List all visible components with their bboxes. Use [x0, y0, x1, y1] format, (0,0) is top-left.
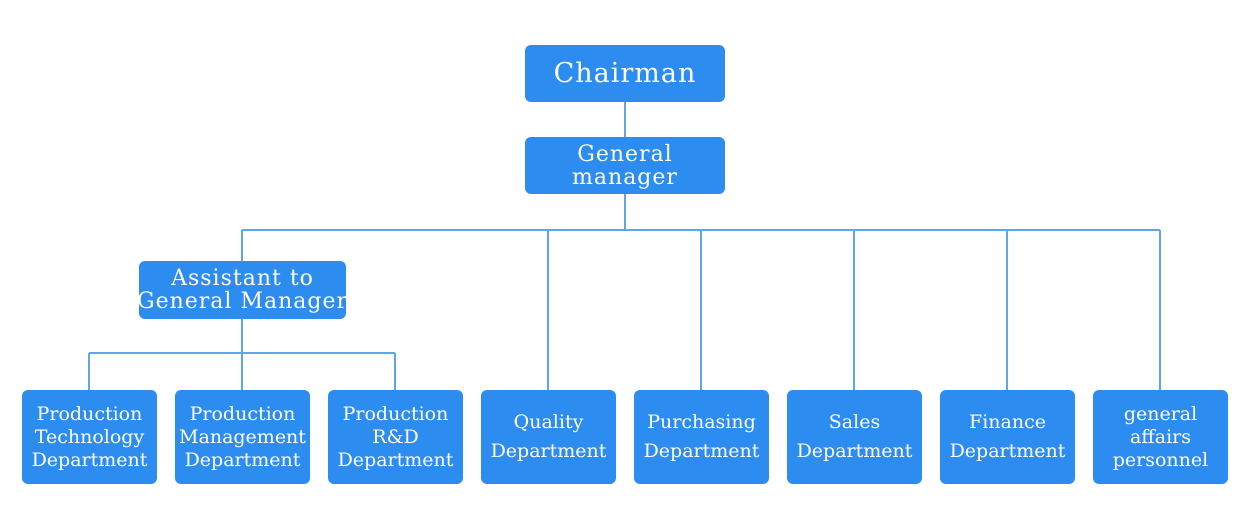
- dept-label-line: Management: [179, 425, 306, 448]
- dept-label-line: Department: [643, 440, 760, 462]
- dept-box-quality: Quality Department: [481, 390, 616, 484]
- dept-label-line: Quality: [513, 411, 584, 433]
- dept-label-line: Production: [36, 402, 143, 425]
- chairman-label: Chairman: [553, 58, 697, 89]
- dept-label-line: R&D: [372, 425, 419, 448]
- dept-label-line: Department: [796, 440, 913, 462]
- dept-label-line: affairs: [1129, 425, 1192, 448]
- assistant-label-line-1: Assistant to: [171, 266, 314, 291]
- dept-label-line: Department: [337, 448, 454, 471]
- dept-box-finance: Finance Department: [940, 390, 1075, 484]
- dept-label-line: Department: [490, 440, 607, 462]
- dept-label-line: Sales: [828, 411, 881, 433]
- general-manager-label-line-2: manager: [572, 164, 678, 190]
- dept-label-line: Technology: [34, 425, 145, 448]
- dept-label-line: Department: [184, 448, 301, 471]
- dept-label-line: Finance: [969, 411, 1046, 433]
- dept-box-production-technology: Production Technology Department: [22, 390, 157, 484]
- assistant-gm-box: Assistant to General Manager: [137, 261, 348, 319]
- dept-box-production-rd: Production R&D Department: [328, 390, 463, 484]
- dept-label-line: general: [1123, 402, 1198, 425]
- dept-box-general-affairs: general affairs personnel: [1093, 390, 1228, 484]
- dept-label-line: Department: [949, 440, 1066, 462]
- dept-label-line: Production: [189, 402, 296, 425]
- dept-box-production-management: Production Management Department: [175, 390, 310, 484]
- dept-label-line: Purchasing: [647, 411, 756, 433]
- general-manager-label-line-1: General: [577, 141, 673, 167]
- chairman-box: Chairman: [525, 45, 725, 102]
- dept-label-line: Production: [342, 402, 449, 425]
- dept-box-sales: Sales Department: [787, 390, 922, 484]
- assistant-label-line-2: General Manager: [137, 289, 348, 314]
- dept-label-line: Department: [31, 448, 148, 471]
- dept-label-line: personnel: [1112, 448, 1209, 471]
- dept-box-purchasing: Purchasing Department: [634, 390, 769, 484]
- general-manager-box: General manager: [525, 137, 725, 194]
